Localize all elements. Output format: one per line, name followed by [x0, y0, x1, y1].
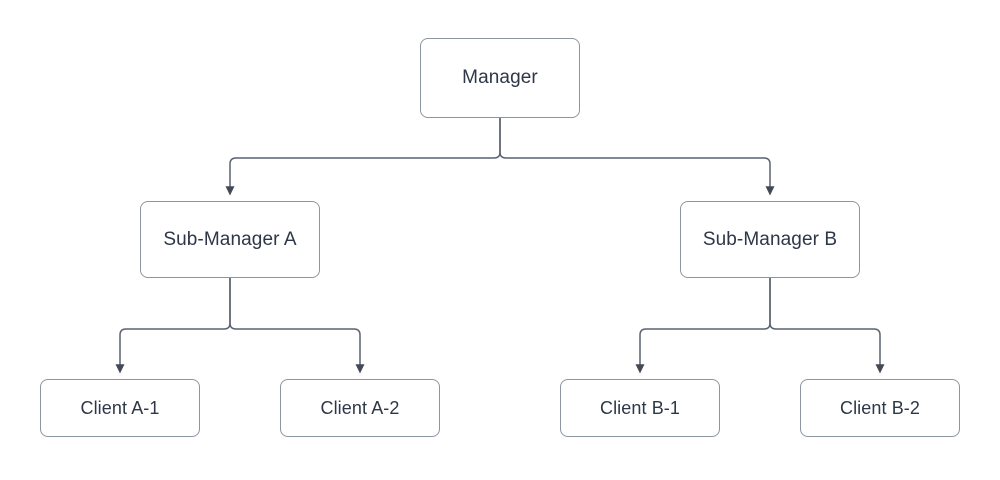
node-manager-label: Manager	[462, 67, 538, 89]
edge-sub-manager-a-to-client-a2	[229, 278, 365, 374]
node-client-b2[interactable]: Client B-2	[800, 379, 960, 437]
edge-sub-manager-b-to-client-b1	[635, 278, 771, 374]
node-sub-manager-b[interactable]: Sub-Manager B	[680, 201, 860, 278]
node-client-a2-label: Client A-2	[320, 397, 400, 418]
edge-manager-to-sub-manager-b	[499, 118, 775, 196]
node-client-a1[interactable]: Client A-1	[40, 379, 200, 437]
node-client-a2[interactable]: Client A-2	[280, 379, 440, 437]
edge-manager-to-sub-manager-a	[225, 118, 501, 196]
node-client-b2-label: Client B-2	[839, 397, 921, 418]
node-client-b1-label: Client B-1	[599, 397, 681, 418]
node-client-b1[interactable]: Client B-1	[560, 379, 720, 437]
edge-sub-manager-b-to-client-b2	[769, 278, 885, 374]
node-manager[interactable]: Manager	[420, 38, 580, 118]
node-sub-manager-a[interactable]: Sub-Manager A	[140, 201, 320, 278]
edge-sub-manager-a-to-client-a1	[115, 278, 231, 374]
node-sub-manager-b-label: Sub-Manager B	[702, 228, 838, 250]
node-sub-manager-a-label: Sub-Manager A	[163, 228, 297, 250]
node-client-a1-label: Client A-1	[80, 397, 160, 418]
